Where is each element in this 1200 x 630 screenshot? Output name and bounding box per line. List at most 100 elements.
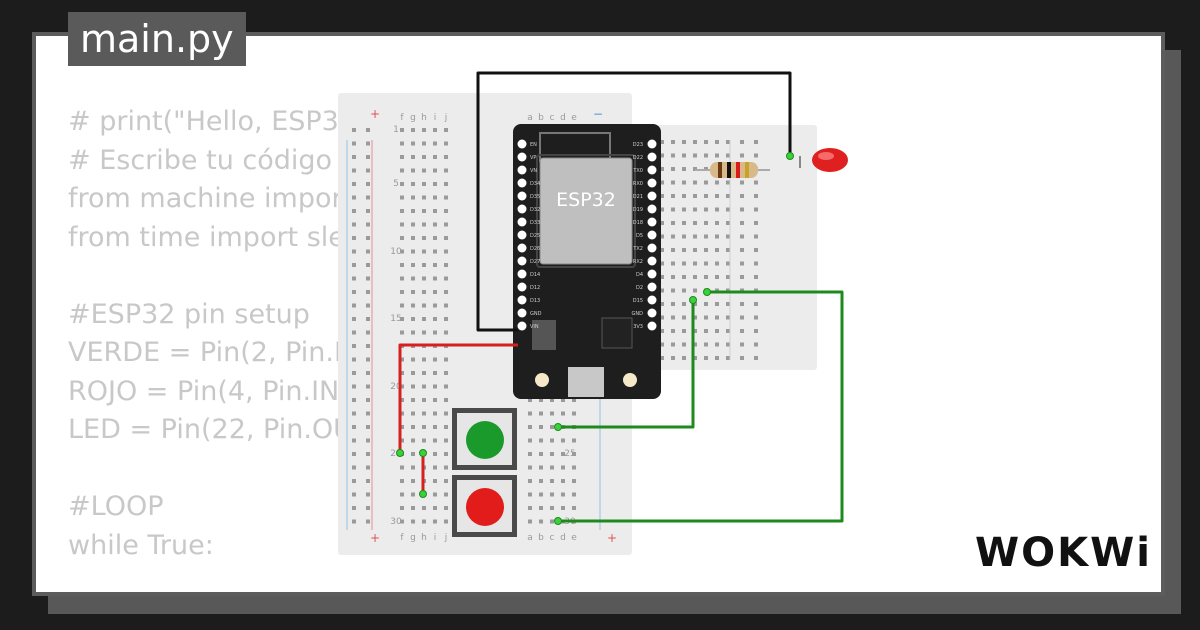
breadboard-hole[interactable] [682, 248, 686, 252]
breadboard-hole[interactable] [726, 207, 730, 212]
breadboard-hole[interactable] [693, 342, 697, 347]
breadboard-hole[interactable] [726, 275, 730, 279]
breadboard-hole[interactable] [352, 438, 356, 443]
breadboard-hole[interactable] [740, 140, 744, 144]
breadboard-hole[interactable] [693, 153, 697, 158]
breadboard-hole[interactable] [704, 261, 708, 266]
breadboard-hole[interactable] [366, 128, 370, 132]
breadboard-hole[interactable] [352, 236, 356, 240]
breadboard-hole[interactable] [366, 411, 370, 416]
code-line[interactable]: from machine import Pin [68, 183, 354, 214]
breadboard-hole[interactable] [411, 479, 415, 483]
breadboard-hole[interactable] [754, 194, 758, 198]
breadboard-hole[interactable] [411, 155, 415, 159]
wire-endpoint[interactable] [689, 296, 697, 304]
breadboard-hole[interactable] [550, 398, 554, 402]
breadboard-hole[interactable] [444, 479, 448, 483]
breadboard-hole[interactable] [400, 303, 404, 308]
breadboard-hole[interactable] [444, 384, 448, 389]
file-tab[interactable]: main.py [68, 12, 246, 66]
breadboard-hole[interactable] [411, 249, 415, 254]
breadboard-hole[interactable] [539, 425, 543, 429]
breadboard-hole[interactable] [671, 302, 675, 306]
breadboard-hole[interactable] [411, 276, 415, 281]
code-line[interactable] [68, 257, 358, 296]
esp32-pin[interactable] [647, 295, 657, 305]
breadboard-hole[interactable] [352, 317, 356, 321]
breadboard-hole[interactable] [422, 276, 426, 281]
breadboard-hole[interactable] [528, 519, 532, 524]
breadboard-hole[interactable] [422, 303, 426, 308]
breadboard-hole[interactable] [400, 398, 404, 402]
breadboard-hole[interactable] [528, 425, 532, 429]
esp32-pin[interactable] [647, 217, 657, 227]
breadboard-hole[interactable] [400, 141, 404, 146]
breadboard-hole[interactable] [352, 384, 356, 389]
breadboard-hole[interactable] [671, 194, 675, 198]
breadboard-hole[interactable] [539, 506, 543, 510]
breadboard-hole[interactable] [366, 155, 370, 159]
breadboard-hole[interactable] [660, 275, 664, 279]
breadboard-hole[interactable] [433, 168, 437, 173]
breadboard-hole[interactable] [444, 155, 448, 159]
breadboard-hole[interactable] [572, 398, 576, 402]
breadboard-hole[interactable] [422, 141, 426, 146]
breadboard-hole[interactable] [740, 207, 744, 212]
breadboard-hole[interactable] [671, 329, 675, 333]
esp32-pin[interactable] [647, 165, 657, 175]
breadboard-hole[interactable] [572, 438, 576, 443]
breadboard-hole[interactable] [704, 221, 708, 225]
breadboard-hole[interactable] [366, 425, 370, 429]
red-push-button[interactable] [452, 475, 517, 537]
breadboard-hole[interactable] [422, 384, 426, 389]
breadboard-hole[interactable] [726, 302, 730, 306]
breadboard-hole[interactable] [411, 263, 415, 267]
breadboard-hole[interactable] [671, 288, 675, 293]
reset-button-icon[interactable] [623, 373, 637, 387]
breadboard-hole[interactable] [740, 221, 744, 225]
breadboard-hole[interactable] [352, 452, 356, 456]
breadboard-hole[interactable] [726, 153, 730, 158]
breadboard-hole[interactable] [366, 398, 370, 402]
breadboard-hole[interactable] [682, 261, 686, 266]
breadboard-hole[interactable] [660, 207, 664, 212]
breadboard-hole[interactable] [433, 452, 437, 456]
breadboard-hole[interactable] [422, 357, 426, 362]
breadboard-hole[interactable] [754, 275, 758, 279]
breadboard-hole[interactable] [366, 209, 370, 213]
breadboard-hole[interactable] [704, 329, 708, 333]
breadboard-hole[interactable] [366, 371, 370, 375]
breadboard-hole[interactable] [366, 141, 370, 146]
breadboard-hole[interactable] [444, 492, 448, 497]
breadboard-hole[interactable] [444, 209, 448, 213]
breadboard-hole[interactable] [660, 288, 664, 293]
breadboard-hole[interactable] [411, 506, 415, 510]
breadboard-hole[interactable] [682, 329, 686, 333]
breadboard-hole[interactable] [400, 128, 404, 132]
breadboard-hole[interactable] [352, 182, 356, 186]
breadboard-hole[interactable] [715, 207, 719, 212]
breadboard-hole[interactable] [366, 263, 370, 267]
breadboard-hole[interactable] [693, 194, 697, 198]
breadboard-hole[interactable] [693, 275, 697, 279]
breadboard-hole[interactable] [352, 344, 356, 348]
wire-endpoint[interactable] [703, 288, 711, 296]
breadboard-hole[interactable] [352, 276, 356, 281]
breadboard-hole[interactable] [444, 141, 448, 146]
breadboard-hole[interactable] [352, 479, 356, 483]
esp32-pin[interactable] [517, 256, 527, 266]
breadboard-hole[interactable] [366, 236, 370, 240]
breadboard-hole[interactable] [572, 465, 576, 470]
breadboard-hole[interactable] [682, 288, 686, 293]
breadboard-hole[interactable] [754, 207, 758, 212]
breadboard-hole[interactable] [693, 329, 697, 333]
breadboard-hole[interactable] [715, 275, 719, 279]
breadboard-hole[interactable] [550, 506, 554, 510]
breadboard-hole[interactable] [740, 275, 744, 279]
breadboard-hole[interactable] [704, 234, 708, 239]
breadboard-hole[interactable] [715, 248, 719, 252]
breadboard-hole[interactable] [400, 236, 404, 240]
breadboard-hole[interactable] [561, 465, 565, 470]
breadboard-hole[interactable] [660, 180, 664, 185]
breadboard-hole[interactable] [715, 342, 719, 347]
